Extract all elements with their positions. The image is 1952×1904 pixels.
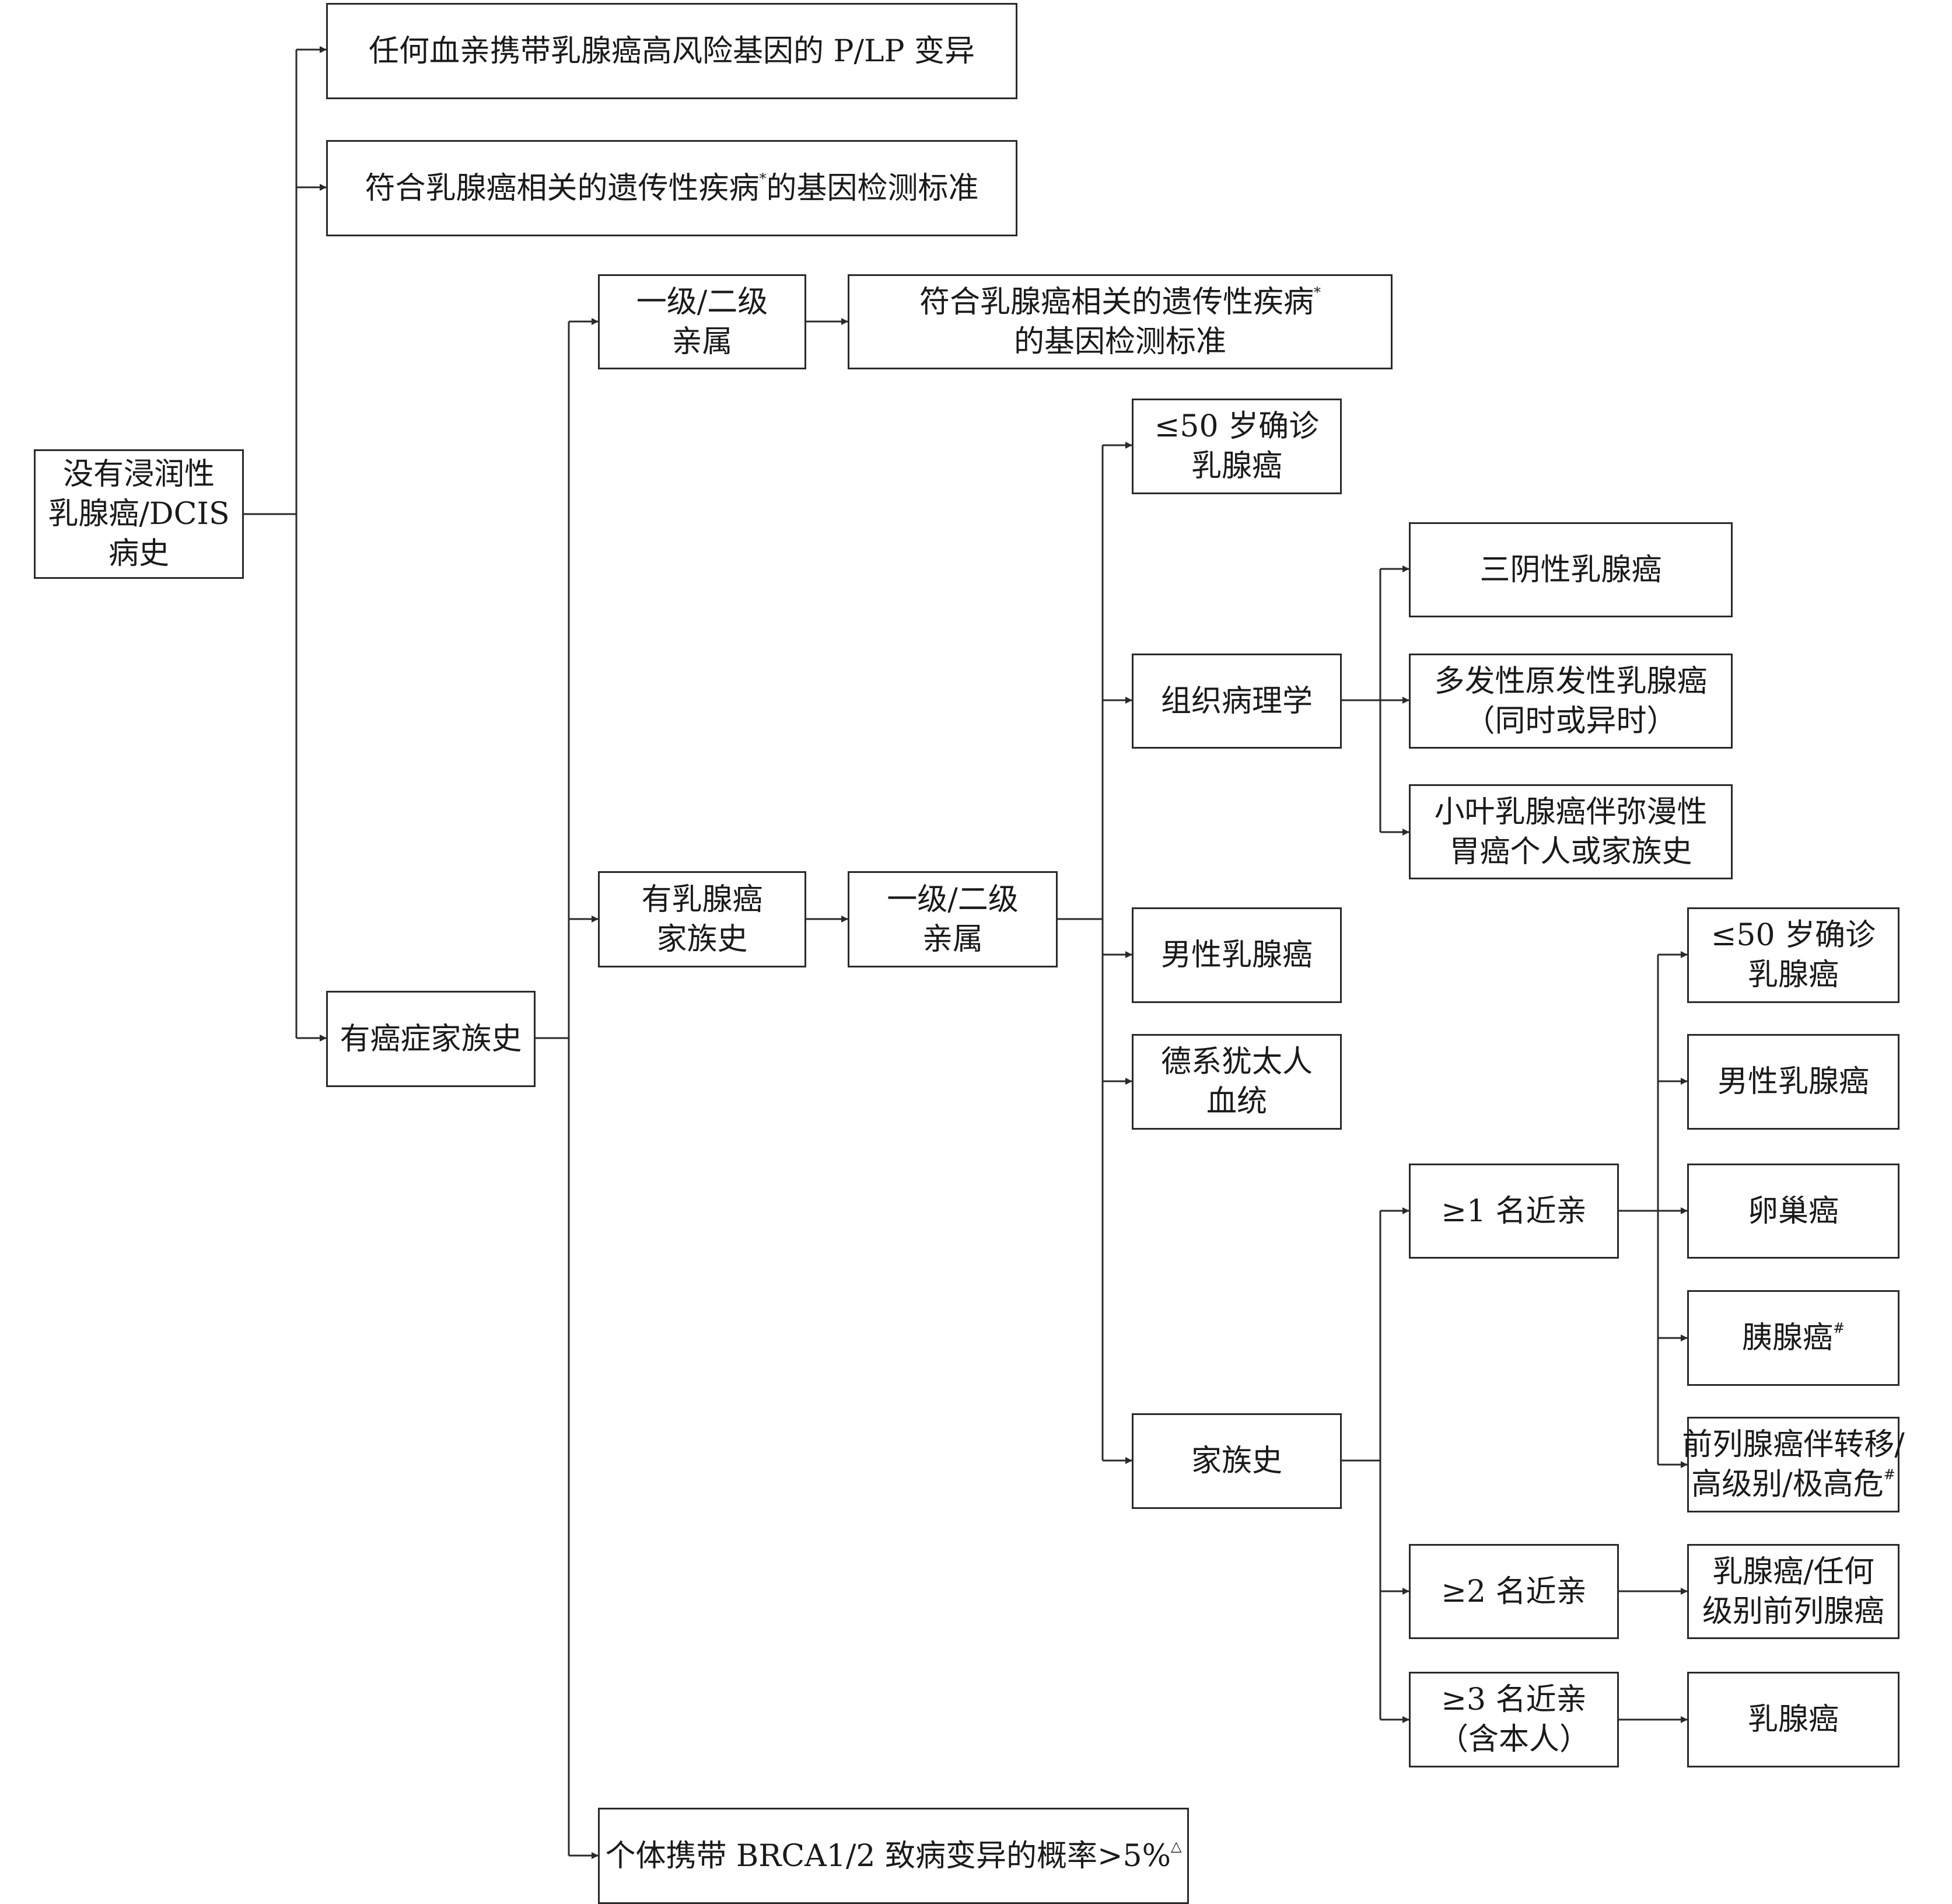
node-line: 乳腺癌/任何 [1712, 1554, 1874, 1589]
root-node: 没有浸润性乳腺癌/DCIS 病史 [34, 449, 244, 579]
node-line: ≤50 岁确诊 [1710, 918, 1876, 953]
footnote-marker: # [1883, 1466, 1895, 1483]
node-line: 乳腺癌 [1747, 958, 1839, 993]
diagnosed-le50-node: ≤50 岁确诊乳腺癌 [1132, 399, 1342, 494]
node-line: ≥3 名近亲 [1441, 1682, 1587, 1717]
node-text: 符合乳腺癌相关的遗传性疾病 [919, 284, 1314, 320]
node-line: 符合乳腺癌相关的遗传性疾病*的基因检测标准 [365, 169, 978, 208]
plp-variant-node: 任何血亲携带乳腺癌高风险基因的 P/LP 变异 [326, 3, 1017, 99]
footnote-marker: * [1314, 284, 1321, 301]
node-line: 有乳腺癌 [641, 882, 763, 917]
node-line: 乳腺癌/DCIS [48, 497, 230, 532]
node-line: 多发性原发性乳腺癌 [1434, 663, 1708, 699]
footnote-marker: # [1832, 1320, 1845, 1336]
ge3-relative-node: ≥3 名近亲 （含本人） [1409, 1672, 1619, 1767]
node-line: 级别前列腺癌 [1702, 1594, 1884, 1629]
first-second-degree-relative-node: 一级/二级亲属 [598, 274, 806, 369]
node-line: 前列腺癌伴转移/ [1682, 1427, 1905, 1462]
node-line: 的基因检测标准 [1013, 324, 1226, 359]
node-text: 符合乳腺癌相关的遗传性疾病 [365, 170, 760, 206]
ovarian-cancer-node: 卵巢癌 [1687, 1164, 1899, 1259]
node-line: 血统 [1206, 1084, 1267, 1119]
meets-criteria-node: 符合乳腺癌相关的遗传性疾病*的基因检测标准 [326, 140, 1017, 236]
node-line: 胃癌个人或家族史 [1449, 834, 1692, 869]
node-line: ≥1 名近亲 [1441, 1193, 1587, 1229]
breast-cancer-node: 乳腺癌 [1687, 1672, 1899, 1767]
footnote-marker: * [759, 170, 767, 187]
lobular-node: 小叶乳腺癌伴弥漫性胃癌个人或家族史 [1409, 784, 1733, 879]
node-line: ≥2 名近亲 [1441, 1574, 1587, 1609]
node-line: 有癌症家族史 [340, 1021, 522, 1057]
breast-cancer-family-history-node: 有乳腺癌家族史 [598, 871, 806, 967]
node-line: 没有浸润性 [62, 457, 215, 492]
pancreatic-cancer-node: 胰腺癌# [1687, 1290, 1899, 1386]
node-line: 家族史 [656, 921, 748, 957]
male-breast-cancer-node: 男性乳腺癌 [1132, 907, 1342, 1003]
node-line: 男性乳腺癌 [1717, 1064, 1869, 1099]
node-line: 亲属 [671, 324, 733, 359]
ashkenazi-jewish-node: 德系犹太人血统 [1132, 1034, 1342, 1130]
node-line: 德系犹太人 [1160, 1044, 1313, 1079]
triple-negative-node: 三阴性乳腺癌 [1409, 522, 1733, 617]
node-text: 的基因检测标准 [766, 170, 979, 206]
cancer-family-history-node: 有癌症家族史 [326, 991, 536, 1087]
family-history-node: 家族史 [1132, 1413, 1342, 1509]
node-line: 病史 [108, 536, 169, 571]
node-text: 个体携带 BRCA1/2 致病变异的概率>5% [605, 1838, 1171, 1874]
relative-male-breast-cancer-node: 男性乳腺癌 [1687, 1034, 1899, 1130]
node-line: 乳腺癌 [1747, 1702, 1839, 1737]
node-line: 卵巢癌 [1747, 1193, 1839, 1229]
node-line: 家族史 [1191, 1444, 1282, 1479]
node-line: 符合乳腺癌相关的遗传性疾病* [919, 282, 1321, 322]
node-line: 一级/二级 [887, 882, 1019, 917]
histopathology-node: 组织病理学 [1132, 654, 1342, 749]
node-line: 胰腺癌# [1742, 1318, 1845, 1358]
node-line: （同时或异时） [1464, 703, 1677, 739]
node-text: 胰腺癌 [1741, 1320, 1833, 1355]
prostate-cancer-node: 前列腺癌伴转移/高级别/极高危# [1682, 1417, 1905, 1512]
node-line: （含本人） [1437, 1722, 1590, 1757]
node-line: 个体携带 BRCA1/2 致病变异的概率>5%△ [606, 1836, 1182, 1876]
node-line: ≤50 岁确诊 [1154, 409, 1320, 444]
first-second-degree-relative-node-b: 一级/二级亲属 [848, 871, 1058, 967]
node-line: 高级别/极高危# [1682, 1465, 1905, 1504]
breast-or-prostate-cancer-node: 乳腺癌/任何级别前列腺癌 [1687, 1544, 1899, 1639]
node-line: 组织病理学 [1160, 683, 1313, 719]
node-line: 小叶乳腺癌伴弥漫性 [1434, 794, 1708, 830]
node-line: 三阴性乳腺癌 [1479, 552, 1662, 588]
node-line: 男性乳腺癌 [1160, 938, 1313, 973]
node-line: 任何血亲携带乳腺癌高风险基因的 P/LP 变异 [368, 33, 975, 69]
footnote-marker: △ [1171, 1837, 1182, 1854]
node-line: 亲属 [922, 921, 983, 957]
relative-diagnosed-le50-node: ≤50 岁确诊乳腺癌 [1687, 907, 1899, 1003]
node-text: 高级别/极高危 [1691, 1467, 1884, 1502]
ge2-relative-node: ≥2 名近亲 [1409, 1544, 1619, 1639]
relative-meets-criteria-node: 符合乳腺癌相关的遗传性疾病*的基因检测标准 [848, 274, 1393, 369]
ge1-relative-node: ≥1 名近亲 [1409, 1164, 1619, 1259]
node-line: 乳腺癌 [1191, 449, 1282, 484]
brca-probability-node: 个体携带 BRCA1/2 致病变异的概率>5%△ [598, 1808, 1189, 1904]
node-line: 一级/二级 [636, 284, 768, 320]
multiple-primary-node: 多发性原发性乳腺癌 （同时或异时） [1409, 654, 1733, 749]
